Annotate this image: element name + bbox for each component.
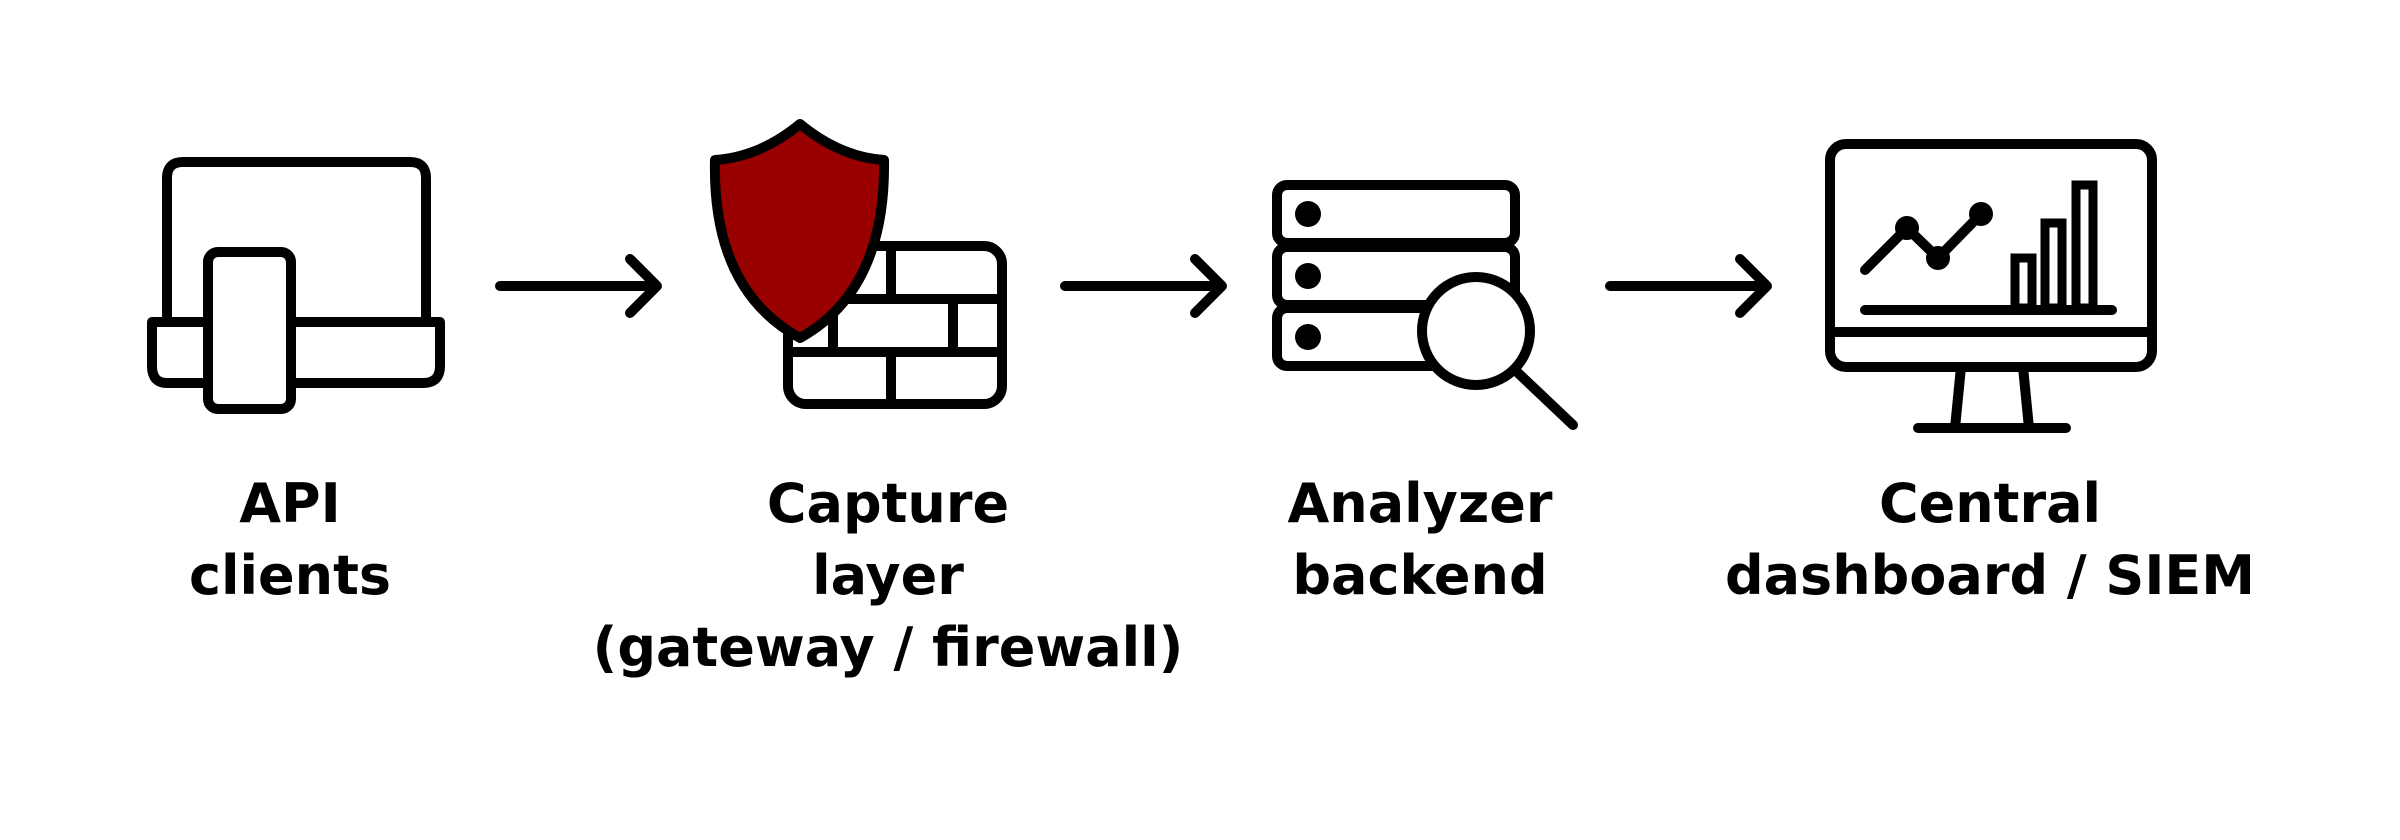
arrow-right-icon bbox=[1605, 254, 1772, 318]
label-line: backend bbox=[1292, 544, 1548, 607]
label-line: (gateway / firewall) bbox=[592, 616, 1184, 679]
node-label-capture-layer: Capture layer (gateway / firewall) bbox=[588, 468, 1188, 684]
shield-icon bbox=[709, 119, 890, 343]
label-line: Capture bbox=[766, 472, 1010, 535]
server-magnifier-icon bbox=[1272, 180, 1578, 430]
laptop-and-phone-icon bbox=[147, 157, 445, 414]
label-line: Central bbox=[1878, 472, 2102, 535]
arrow-right-icon bbox=[495, 254, 662, 318]
arrow-right-icon bbox=[1060, 254, 1227, 318]
magnifier-icon bbox=[1417, 272, 1578, 430]
monitor-chart-icon bbox=[1825, 139, 2157, 433]
label-line: Analyzer bbox=[1287, 472, 1553, 535]
label-line: API bbox=[239, 472, 341, 535]
node-label-api-clients: API clients bbox=[0, 468, 590, 612]
node-label-central-dashboard: Central dashboard / SIEM bbox=[1690, 468, 2290, 612]
shield-firewall-icon bbox=[709, 119, 1007, 409]
label-line: clients bbox=[188, 544, 392, 607]
label-line: dashboard / SIEM bbox=[1724, 544, 2256, 607]
label-line: layer bbox=[812, 544, 964, 607]
node-label-analyzer-backend: Analyzer backend bbox=[1120, 468, 1720, 612]
